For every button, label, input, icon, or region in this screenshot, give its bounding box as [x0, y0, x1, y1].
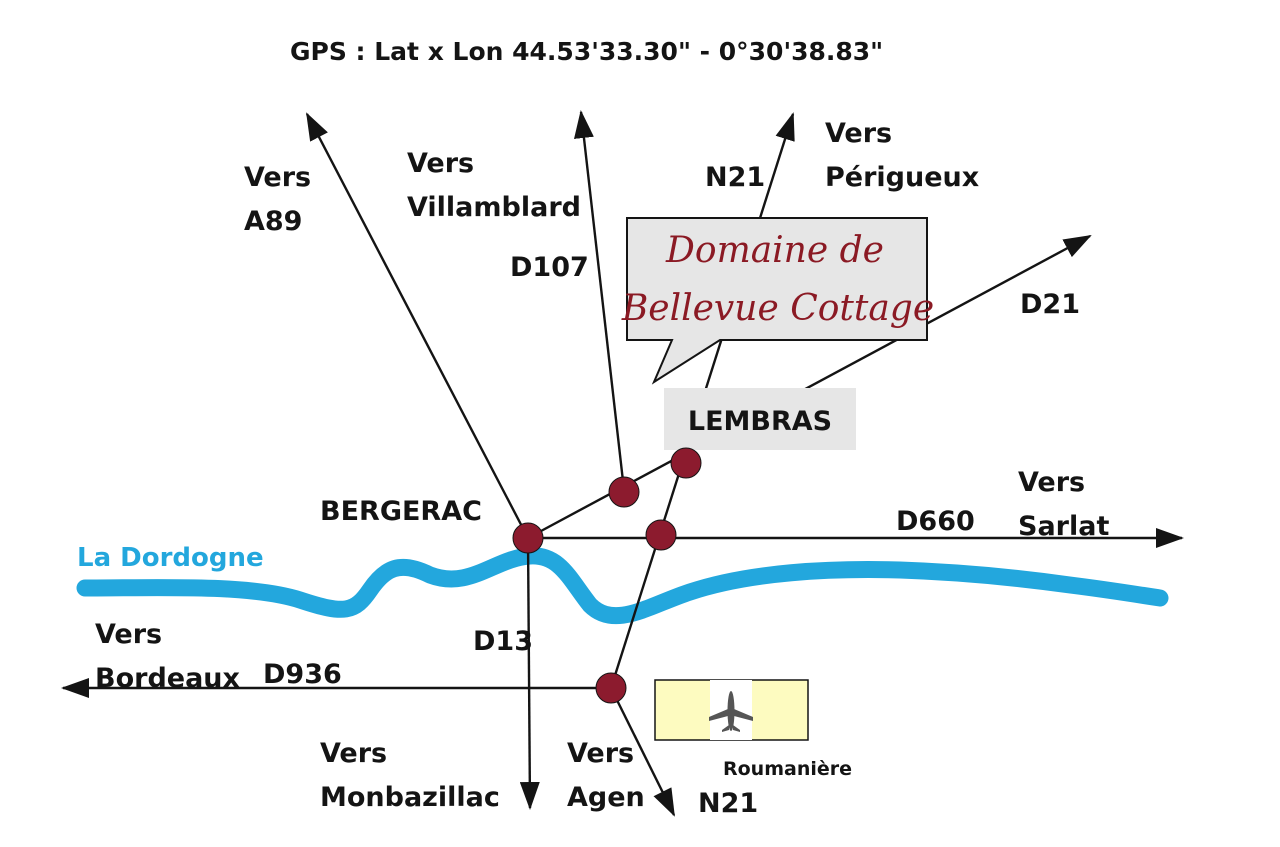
dest-a89: A89 — [244, 206, 302, 237]
dest-monbazillac: Monbazillac — [320, 782, 500, 813]
dest-villamblard: Villamblard — [407, 192, 581, 223]
junction-south — [595, 672, 627, 704]
road-label-d660: D660 — [896, 506, 975, 537]
dest-monbazillac-vers: Vers — [320, 738, 387, 769]
dest-agen: Agen — [567, 782, 645, 813]
road-label-d13: D13 — [473, 626, 533, 657]
junction-d660 — [645, 519, 677, 551]
dest-villamblard-vers: Vers — [407, 148, 474, 179]
domaine-callout: Domaine de Bellevue Cottage — [621, 217, 934, 385]
dest-bordeaux: Bordeaux — [95, 663, 240, 694]
road-label-d107: D107 — [510, 252, 589, 283]
lembras-label: LEMBRAS — [688, 406, 832, 437]
airport-label: Roumanière — [723, 758, 852, 780]
river-label: La Dordogne — [77, 543, 264, 573]
domaine-title-line1: Domaine de — [665, 230, 884, 271]
river-dordogne — [76, 547, 1169, 625]
dest-sarlat: Sarlat — [1018, 511, 1109, 542]
bergerac-label: BERGERAC — [320, 496, 482, 527]
junction-d107 — [608, 476, 640, 508]
dest-sarlat-vers: Vers — [1018, 467, 1085, 498]
road-to-a89 — [305, 112, 530, 539]
domaine-title-line2: Bellevue Cottage — [621, 288, 934, 329]
road-n21-south — [609, 687, 676, 817]
road-label-d21: D21 — [1020, 289, 1080, 320]
road-label-n21-north: N21 — [705, 162, 765, 193]
junction-bergerac — [512, 522, 544, 554]
dest-agen-vers: Vers — [567, 738, 634, 769]
dest-bordeaux-vers: Vers — [95, 619, 162, 650]
road-label-d936: D936 — [263, 659, 342, 690]
road-d107 — [574, 110, 626, 491]
airplane-icon — [709, 691, 753, 732]
gps-coordinates: GPS : Lat x Lon 44.53'33.30" - 0°30'38.8… — [290, 37, 883, 66]
junction-lembras — [670, 447, 702, 479]
dest-a89-vers: Vers — [244, 162, 311, 193]
lembras-label-box — [664, 388, 856, 450]
dest-perigueux-vers: Vers — [825, 118, 892, 149]
dest-perigueux: Périgueux — [825, 162, 979, 193]
road-d13 — [519, 537, 540, 810]
road-label-n21-south: N21 — [698, 788, 758, 819]
